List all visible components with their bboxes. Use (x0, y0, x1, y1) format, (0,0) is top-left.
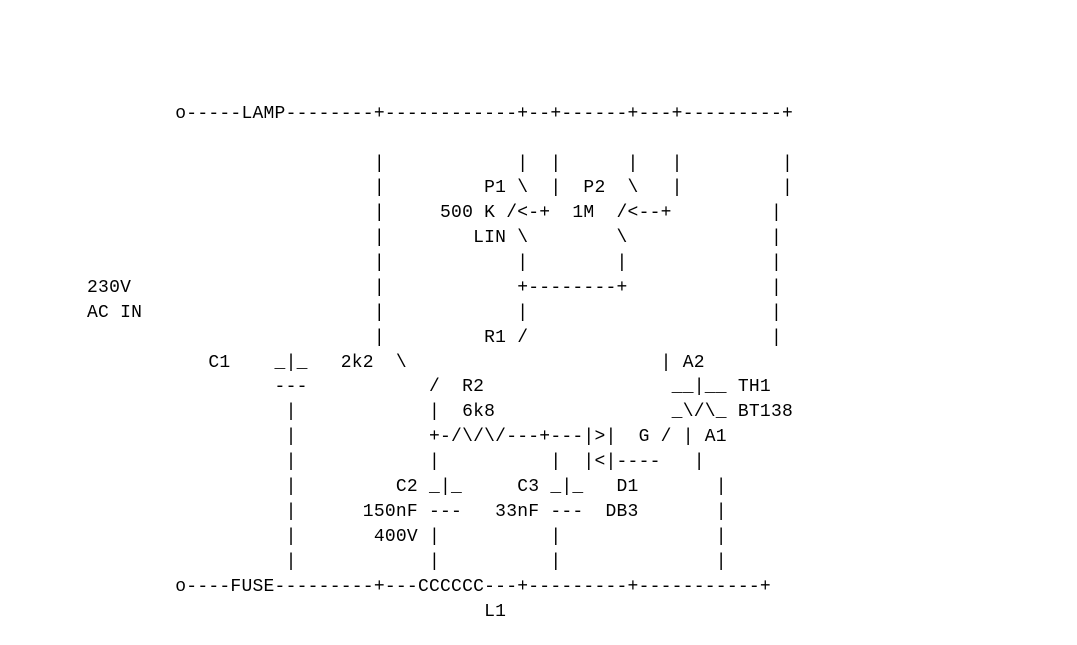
schematic-line-10: C1 _|_ 2k2 \ | A2 (87, 353, 705, 373)
schematic-line-08: AC IN | | | (87, 303, 783, 323)
schematic-line-03: | P1 \ | P2 \ | | (87, 178, 794, 198)
schematic-line-05: | LIN \ \ | (87, 228, 783, 248)
schematic-line-18: | | | | (87, 552, 727, 572)
schematic-line-15: | C2 _|_ C3 _|_ D1 | (87, 477, 727, 497)
schematic-line-07: 230V | +--------+ | (87, 278, 783, 298)
schematic-line-06: | | | | (87, 253, 783, 273)
schematic-line-12: | | 6k8 _\/\_ BT138 (87, 402, 794, 422)
schematic-line-19: o----FUSE---------+---CCCCCC---+--------… (87, 577, 771, 597)
schematic-line-11: --- / R2 __|__ TH1 (87, 377, 771, 397)
schematic-line-20: L1 (87, 602, 507, 622)
schematic-line-13: | +-/\/\/---+---|>| G / | A1 (87, 427, 727, 447)
schematic-line-01: o-----LAMP--------+------------+--+-----… (87, 104, 794, 124)
schematic-line-02: | | | | | | (87, 154, 794, 174)
schematic-line-09: | R1 / | (87, 328, 783, 348)
schematic-line-14: | | | |<|---- | (87, 452, 705, 472)
schematic-line-04: | 500 K /<-+ 1M /<--+ | (87, 203, 783, 223)
schematic-line-16: | 150nF --- 33nF --- DB3 | (87, 502, 727, 522)
schematic-line-17: | 400V | | | (87, 527, 727, 547)
